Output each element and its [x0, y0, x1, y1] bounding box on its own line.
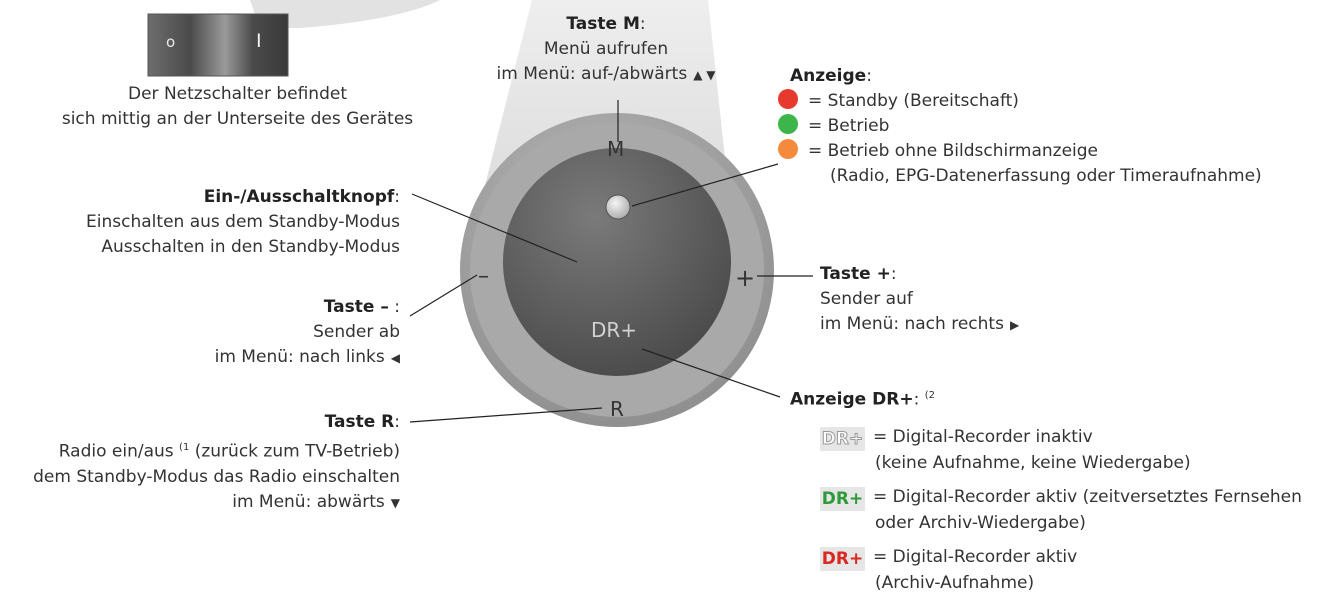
- leader-anzeige: [631, 163, 779, 207]
- taste-plus-block: Taste +: Sender auf im Menü: nach rechts…: [820, 262, 1120, 338]
- dr-item-line2: oder Archiv-Wiedergabe): [875, 513, 1086, 533]
- taste-r-line1-rest: (zurück zum TV-Betrieb): [194, 441, 400, 462]
- leader-taste-r: [409, 407, 603, 423]
- anzeige-item-text: = Standby (Bereitschaft): [808, 91, 1019, 111]
- switch-caption-line2: sich mittig an der Unterseite des Geräte…: [61, 109, 414, 129]
- taste-m-line1: Menü aufrufen: [543, 39, 669, 59]
- arrow-down-icon: ▼: [390, 495, 400, 510]
- taste-m-title: Taste M: [566, 14, 640, 34]
- taste-r-title: Taste R: [324, 412, 395, 432]
- green-dot-icon: [778, 114, 798, 134]
- anzeige-dr-block: Anzeige DR+: (2: [790, 383, 1335, 413]
- dr-green-badge-icon: DR+: [820, 487, 865, 511]
- knob-label-r: R: [610, 397, 624, 421]
- taste-minus-title: Taste –: [323, 297, 389, 317]
- taste-minus-line2: im Menü: nach links: [214, 347, 385, 367]
- knob-label-plus: +: [735, 264, 756, 292]
- device-edge-shape: [250, 0, 440, 28]
- leader-taste-minus: [409, 274, 478, 317]
- switch-off-mark: o: [166, 33, 176, 51]
- power-knob-line1: Einschalten aus dem Standby-Modus: [86, 212, 400, 232]
- knob-center-button: [503, 148, 731, 376]
- anzeige-block: Anzeige: = Standby (Bereitschaft) = Betr…: [778, 64, 1333, 189]
- switch-caption: Der Netzschalter befindet sich mittig an…: [30, 82, 445, 132]
- dr-item-active-playback: DR+ = Digital-Recorder aktiv (zeitversetz…: [820, 485, 1338, 536]
- taste-m-colon: :: [639, 14, 646, 34]
- switch-on-mark: I: [256, 30, 262, 52]
- anzeige-note: (Radio, EPG-Datenerfassung oder Timerauf…: [830, 166, 1262, 186]
- dr-item-line2: (Archiv-Aufnahme): [875, 573, 1035, 593]
- anzeige-item-standby: = Standby (Bereitschaft): [778, 89, 1333, 114]
- anzeige-dr-colon: :: [913, 389, 920, 410]
- power-switch: [148, 14, 288, 76]
- taste-minus-block: Taste – : Sender ab im Menü: nach links ◀: [30, 295, 400, 371]
- taste-minus-line1: Sender ab: [313, 322, 400, 342]
- power-knob-colon: :: [394, 187, 400, 207]
- anzeige-item-ohne-bildschirm: = Betrieb ohne Bildschirmanzeige: [778, 139, 1333, 164]
- taste-m-line2: im Menü: auf-/abwärts: [496, 64, 688, 84]
- taste-r-line2: dem Standby-Modus das Radio einschalten: [33, 466, 400, 487]
- taste-plus-line1: Sender auf: [820, 289, 913, 309]
- orange-dot-icon: [778, 139, 798, 159]
- dr-item-line1: = Digital-Recorder aktiv (zeitversetztes…: [873, 487, 1302, 507]
- led-indicator: [605, 194, 631, 220]
- anzeige-item-betrieb: = Betrieb: [778, 114, 1333, 139]
- taste-plus-colon: :: [890, 264, 897, 284]
- power-knob-block: Ein-/Ausschaltknopf: Einschalten aus dem…: [30, 185, 400, 260]
- taste-r-footnote: (1: [179, 442, 190, 453]
- taste-r-line3: im Menü: abwärts: [232, 491, 385, 512]
- knob-label-dr: DR+: [591, 318, 638, 342]
- dr-red-badge-icon: DR+: [820, 547, 865, 571]
- anzeige-item-text: = Betrieb ohne Bildschirmanzeige: [808, 141, 1099, 161]
- knob-label-minus: –: [478, 264, 489, 289]
- switch-caption-line1: Der Netzschalter befindet: [128, 84, 347, 104]
- power-knob-line2: Ausschalten in den Standby-Modus: [101, 237, 400, 257]
- taste-r-line1: Radio ein/aus: [58, 441, 174, 462]
- anzeige-dr-title: Anzeige DR+: [790, 389, 914, 410]
- knob-label-m: M: [607, 137, 625, 161]
- dr-item-line2: (keine Aufnahme, keine Wiedergabe): [875, 453, 1191, 473]
- dr-item-active-recording: DR+ = Digital-Recorder aktiv (Archiv-Aufn…: [820, 545, 1335, 596]
- taste-r-colon: :: [394, 412, 400, 432]
- dr-item-line1: = Digital-Recorder inaktiv: [873, 427, 1093, 447]
- up-down-arrows-icon: ▲ ▼: [693, 68, 716, 82]
- anzeige-colon: :: [866, 66, 872, 86]
- anzeige-item-text: = Betrieb: [808, 116, 890, 136]
- dr-inactive-badge-icon: DR+: [820, 427, 865, 451]
- anzeige-dr-footnote: (2: [924, 390, 935, 401]
- arrow-left-icon: ◀: [390, 351, 400, 365]
- arrow-right-icon: ▶: [1009, 318, 1020, 332]
- dr-item-line1: = Digital-Recorder aktiv: [873, 547, 1078, 567]
- taste-plus-title: Taste +: [820, 264, 891, 284]
- taste-plus-line2: im Menü: nach rechts: [820, 314, 1004, 334]
- dr-item-inactive: DR+ = Digital-Recorder inaktiv (keine Auf…: [820, 425, 1335, 476]
- leader-dr: [641, 348, 781, 398]
- power-knob-title: Ein-/Ausschaltknopf: [203, 187, 395, 207]
- anzeige-title: Anzeige: [790, 66, 867, 86]
- red-dot-icon: [778, 89, 798, 109]
- leader-power-knob: [411, 193, 578, 263]
- taste-minus-colon: :: [388, 297, 400, 317]
- taste-r-block: Taste R: Radio ein/aus (1 (zurück zum TV…: [0, 410, 400, 516]
- taste-m-block: Taste M: Menü aufrufen im Menü: auf-/abw…: [470, 12, 742, 88]
